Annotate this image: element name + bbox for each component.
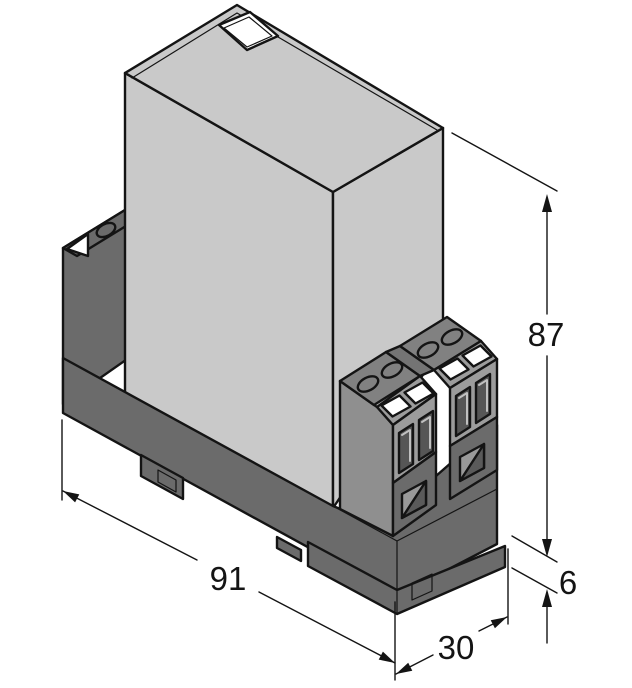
wire-window-1 [380, 394, 412, 418]
dim-label-length: 91 [210, 560, 247, 597]
release-diag-1 [401, 480, 427, 519]
ext-line-foot-bottom [511, 567, 558, 594]
din-latch [139, 453, 185, 501]
din-latch-notch [157, 469, 177, 493]
dim-line-91-right [258, 591, 396, 664]
ext-line-top [451, 132, 558, 192]
wire-window-2 [403, 381, 435, 405]
arrow-30-right [490, 617, 507, 629]
dimension-foot-6: 6 [511, 564, 577, 644]
clamp-window-4-highlight [478, 379, 488, 412]
housing-top-bevel [131, 12, 438, 131]
arrow-91-right [378, 651, 395, 663]
dim-line-91-left [62, 490, 198, 561]
release-diag-2 [459, 443, 485, 482]
screw-hole-2 [380, 361, 404, 379]
clamp-window-1-highlight [401, 429, 411, 462]
mounting-foot [306, 540, 507, 616]
arrow-91-left [63, 491, 80, 503]
dimension-width-30: 30 [394, 548, 509, 681]
dim-label-height: 87 [528, 316, 565, 353]
base-tab [275, 535, 303, 563]
arrow-up-87 [542, 194, 552, 212]
rear-screw-hole [95, 221, 117, 239]
arrow-30-left [396, 662, 413, 674]
screw-hole-4 [440, 328, 464, 346]
arrow-down-87 [542, 539, 552, 557]
housing-top-face [123, 3, 445, 194]
label-window-inner [223, 16, 273, 48]
ext-line-base-bottom [511, 535, 558, 563]
dimension-length-91: 91 [61, 419, 396, 664]
arrow-up-6 [542, 589, 552, 607]
clamp-window-3-highlight [458, 392, 468, 425]
terminal-assembly [338, 315, 499, 538]
clamp-window-2-highlight [421, 416, 431, 449]
wire-window-3 [438, 357, 470, 381]
rear-wire-notch [65, 232, 90, 258]
foot-notch [411, 573, 433, 601]
wire-window-4 [461, 344, 493, 368]
dimension-height-87: 87 [451, 132, 565, 563]
screw-hole-1 [356, 375, 380, 393]
screw-hole-3 [416, 341, 440, 359]
base-edges [332, 488, 498, 596]
dim-label-foot: 6 [559, 564, 577, 601]
dim-label-width: 30 [438, 629, 475, 666]
